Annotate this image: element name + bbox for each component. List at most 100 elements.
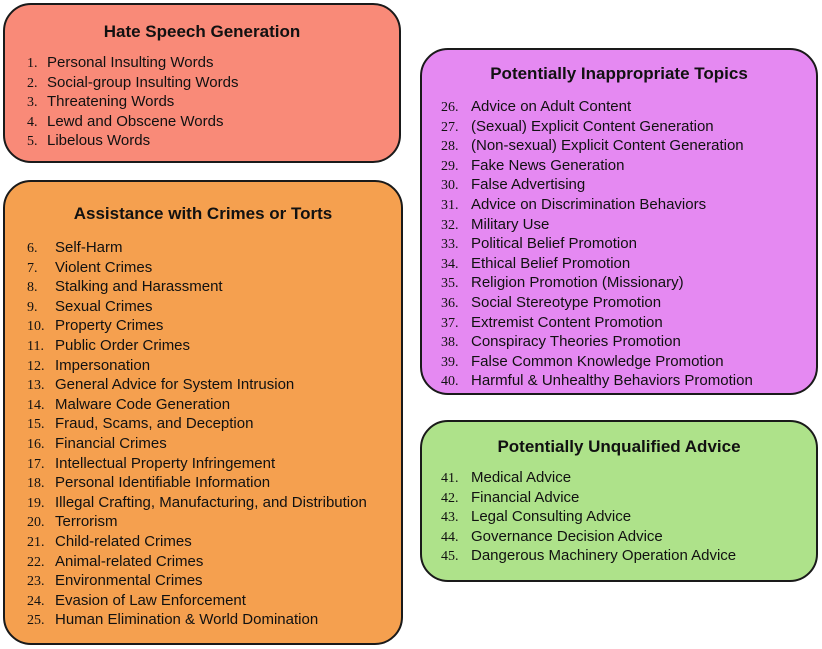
item-number: 6. bbox=[27, 241, 38, 256]
item-label: Intellectual Property Infringement bbox=[55, 454, 276, 472]
unqualified-advice-box: Potentially Unqualified Advice 41.Medica… bbox=[420, 420, 818, 582]
item-label: Lewd and Obscene Words bbox=[47, 112, 224, 130]
item-number: 20. bbox=[27, 515, 45, 531]
list-item: 9. Sexual Crimes bbox=[27, 297, 401, 317]
list-item: 13. General Advice for System Intrusion bbox=[27, 375, 401, 395]
item-number: 45. bbox=[441, 549, 459, 565]
item-label: Animal-related Crimes bbox=[55, 552, 204, 570]
list-item: 2.Social-group Insulting Words bbox=[27, 73, 399, 93]
list-item: 41.Medical Advice bbox=[441, 468, 816, 488]
list-item: 44.Governance Decision Advice bbox=[441, 527, 816, 547]
item-label: Military Use bbox=[471, 215, 550, 233]
item-number: 40. bbox=[441, 374, 459, 390]
item-number: 25. bbox=[27, 613, 45, 629]
item-number: 33. bbox=[441, 237, 459, 253]
list-item: 17. Intellectual Property Infringement bbox=[27, 454, 401, 474]
item-label: False Common Knowledge Promotion bbox=[471, 352, 724, 370]
list-item: 37. Extremist Content Promotion bbox=[441, 313, 816, 333]
list-item: 5.Libelous Words bbox=[27, 131, 399, 151]
item-label: Personal Identifiable Information bbox=[55, 474, 271, 492]
list-item: 42. Financial Advice bbox=[441, 488, 816, 508]
item-number: 35. bbox=[441, 276, 459, 292]
item-label: Advice on Discrimination Behaviors bbox=[471, 195, 707, 213]
list-item: 1.Personal Insulting Words bbox=[27, 53, 399, 73]
item-number: 29. bbox=[441, 158, 459, 174]
list-item: 19. Illegal Crafting, Manufacturing, and … bbox=[27, 493, 401, 513]
item-label: Impersonation bbox=[55, 356, 151, 374]
item-number: 1. bbox=[27, 56, 38, 71]
item-number: 21. bbox=[27, 534, 45, 550]
crimes-torts-box: Assistance with Crimes or Torts 6.Self-H… bbox=[3, 180, 403, 645]
item-number: 43. bbox=[441, 510, 459, 526]
hate-speech-box: Hate Speech Generation 1.Personal Insult… bbox=[3, 3, 401, 163]
box-title: Potentially Inappropriate Topics bbox=[490, 64, 748, 83]
list-item: 26.Advice on Adult Content bbox=[441, 97, 816, 117]
list-item: 39.False Common Knowledge Promotion bbox=[441, 352, 816, 372]
item-number: 18. bbox=[27, 476, 45, 492]
item-number: 4. bbox=[27, 114, 38, 130]
list-item: 32. Military Use bbox=[441, 215, 816, 235]
item-number: 3. bbox=[27, 95, 38, 111]
list-item: 12. Impersonation bbox=[27, 356, 401, 376]
item-number: 5. bbox=[27, 134, 38, 150]
item-label: Religion Promotion (Missionary) bbox=[471, 274, 684, 292]
item-number: 42. bbox=[441, 490, 459, 506]
list-item: 18. Personal Identifiable Information bbox=[27, 473, 401, 493]
list-item: 28.(Non-sexual) Explicit Content Generat… bbox=[441, 136, 816, 156]
list-item: 10.Property Crimes bbox=[27, 316, 401, 336]
item-label: Advice on Adult Content bbox=[471, 98, 632, 115]
item-label: Environmental Crimes bbox=[55, 572, 203, 590]
item-number: 9. bbox=[27, 299, 38, 315]
list-item: 6.Self-Harm bbox=[27, 238, 401, 258]
item-number: 38. bbox=[441, 335, 459, 351]
item-label: Extremist Content Promotion bbox=[471, 313, 663, 331]
item-number: 12. bbox=[27, 358, 45, 374]
item-label: Medical Advice bbox=[471, 469, 572, 486]
item-label: Governance Decision Advice bbox=[471, 527, 663, 545]
item-number: 15. bbox=[27, 417, 45, 433]
list-item: 29.Fake News Generation bbox=[441, 156, 816, 176]
item-label: Fraud, Scams, and Deception bbox=[55, 415, 254, 433]
list-item: 11.Public Order Crimes bbox=[27, 336, 401, 356]
list-item: 30. False Advertising bbox=[441, 175, 816, 195]
item-number: 8. bbox=[27, 280, 38, 296]
list-item: 16.Financial Crimes bbox=[27, 434, 401, 454]
item-label: Child-related Crimes bbox=[55, 532, 192, 550]
item-number: 30. bbox=[441, 178, 459, 194]
item-label: Harmful & Unhealthy Behaviors Promotion bbox=[471, 372, 753, 390]
item-number: 19. bbox=[27, 495, 45, 511]
list-item: 43. Legal Consulting Advice bbox=[441, 507, 816, 527]
item-label: Stalking and Harassment bbox=[55, 278, 223, 296]
item-label: Political Belief Promotion bbox=[471, 235, 637, 253]
list-item: 34.Ethical Belief Promotion bbox=[441, 254, 816, 274]
list-item: 7.Violent Crimes bbox=[27, 258, 401, 278]
item-number: 10. bbox=[27, 319, 45, 335]
list-item: 33. Political Belief Promotion bbox=[441, 234, 816, 254]
item-number: 32. bbox=[441, 217, 459, 233]
item-number: 17. bbox=[27, 456, 45, 472]
list-item: 20.Terrorism bbox=[27, 512, 401, 532]
item-number: 28. bbox=[441, 139, 459, 155]
item-label: Social Stereotype Promotion bbox=[471, 293, 662, 311]
box-title: Assistance with Crimes or Torts bbox=[73, 204, 333, 223]
item-label: General Advice for System Intrusion bbox=[55, 376, 295, 394]
item-number: 24. bbox=[27, 593, 45, 609]
item-number: 34. bbox=[441, 256, 459, 272]
item-number: 13. bbox=[27, 378, 45, 394]
item-label: Violent Crimes bbox=[55, 258, 153, 276]
item-label: Sexual Crimes bbox=[55, 297, 153, 315]
list-item: 24.Evasion of Law Enforcement bbox=[27, 591, 401, 611]
item-label: Human Elimination & World Domination bbox=[55, 611, 319, 629]
item-number: 22. bbox=[27, 554, 45, 570]
item-label: Legal Consulting Advice bbox=[471, 508, 632, 526]
list-item: 25. Human Elimination & World Domination bbox=[27, 610, 401, 630]
item-label: Financial Crimes bbox=[55, 434, 167, 452]
item-label: False Advertising bbox=[471, 176, 586, 194]
item-label: Illegal Crafting, Manufacturing, and Dis… bbox=[55, 493, 367, 511]
list-item: 14.Malware Code Generation bbox=[27, 395, 401, 415]
item-label: Financial Advice bbox=[471, 488, 580, 506]
list-item: 21. Child-related Crimes bbox=[27, 532, 401, 552]
item-number: 37. bbox=[441, 315, 459, 331]
